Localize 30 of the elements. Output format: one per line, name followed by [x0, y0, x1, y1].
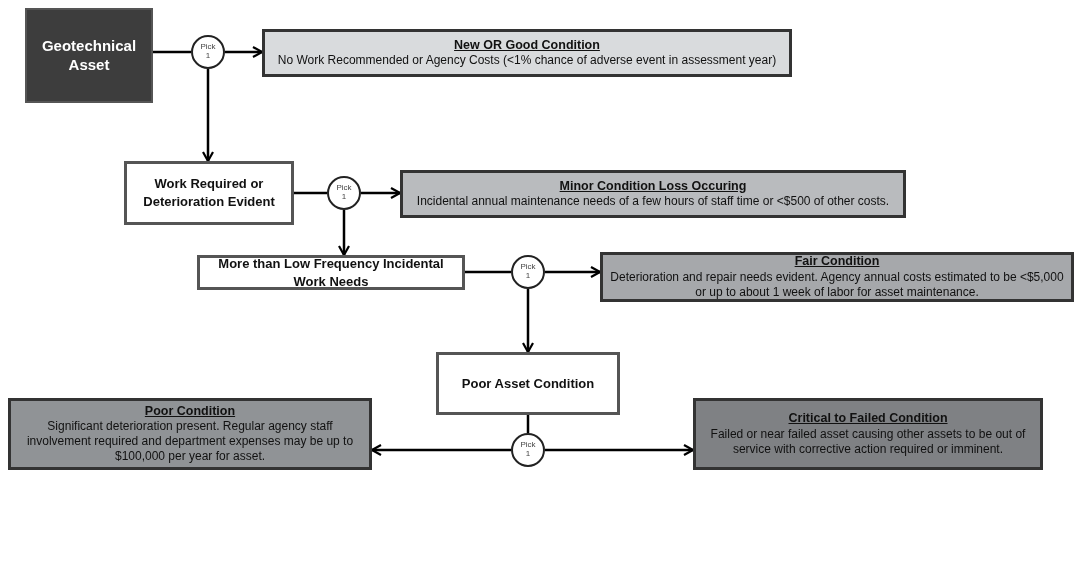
condition-box	[400, 170, 906, 218]
start-box: Geotechnical Asset	[25, 8, 153, 103]
condition-heading: Minor Condition Loss Occuring	[559, 178, 747, 195]
arrow	[361, 186, 402, 200]
condition-description: Significant deterioration present. Regular agency staff involvement required and department expenses may be up to $100,000 per year for asset.	[25, 419, 355, 465]
arrow	[370, 443, 511, 457]
condition-description: Deterioration and repair needs evident. Agency annual costs estimated to be <$5,000 or up to about 1 week of labor for asset maintenance.	[609, 269, 1065, 300]
step-box: Poor Asset Condition	[436, 352, 620, 415]
connector-line	[294, 191, 327, 195]
condition-box	[262, 29, 792, 77]
condition-heading: Poor Condition	[144, 403, 236, 420]
condition-heading: Fair Condition	[794, 254, 880, 270]
arrow	[337, 210, 351, 257]
arrow	[201, 69, 215, 163]
condition-description: Incidental annual maintenance needs of a few hours of staff time or <$500 of other costs.	[416, 194, 890, 210]
condition-heading: Critical to Failed Condition	[788, 411, 948, 427]
condition-description: Failed or near failed asset causing other assets to be out of service with corrective action required or imminent.	[709, 426, 1027, 457]
condition-heading: New OR Good Condition	[454, 37, 600, 54]
arrow	[545, 265, 602, 279]
step-box: More than Low Frequency Incidental Work Needs	[197, 255, 465, 290]
condition-box	[8, 398, 372, 470]
arrow	[545, 443, 695, 457]
condition-description: No Work Recommended or Agency Costs (<1% chance of adverse event in assessment year)	[277, 53, 777, 69]
condition-box	[600, 252, 1074, 302]
step-box: Work Required or Deterioration Evident	[124, 161, 294, 225]
arrow	[225, 45, 264, 59]
connector-line	[153, 50, 191, 54]
arrow	[521, 289, 535, 354]
condition-box	[693, 398, 1043, 470]
connector-line	[465, 270, 511, 274]
